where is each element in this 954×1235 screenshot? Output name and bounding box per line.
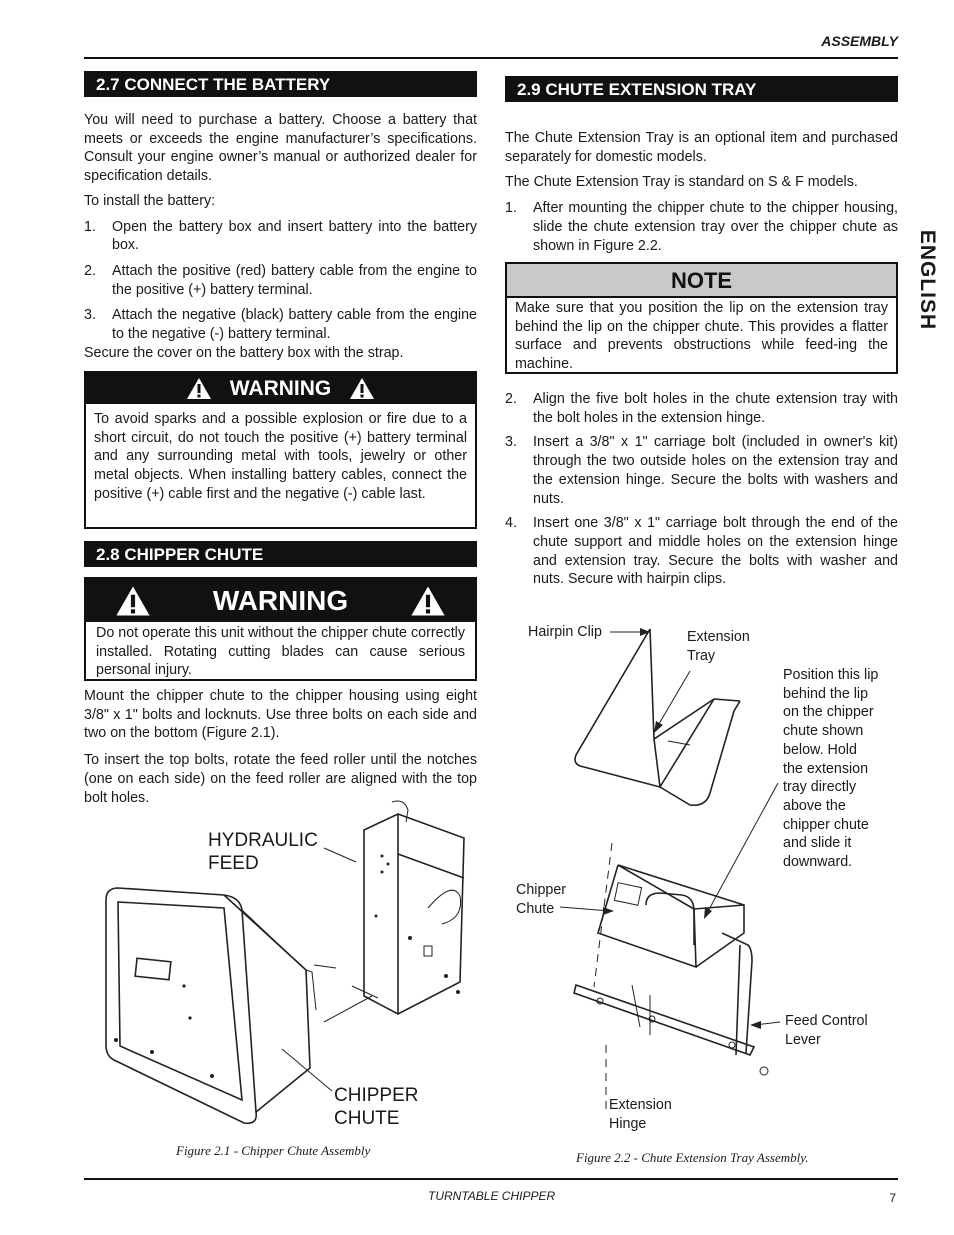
chute-leader-line [281, 1048, 333, 1092]
label-extension-tray: Extension Tray [687, 629, 750, 664]
figure-2-2-caption: Figure 2.2 - Chute Extension Tray Assemb… [576, 1150, 809, 1165]
battery-warning-title: WARNING [229, 376, 332, 400]
section-2-9-heading: 2.9 CHUTE EXTENSION TRAY [505, 76, 898, 102]
label-chipper-chute: CHIPPER CHUTE [334, 1085, 419, 1129]
language-tab-label: ENGLISH [916, 229, 939, 331]
chute-warning-header: WARNING [86, 579, 475, 622]
label-position-lip: Position this lip behind the lip on the … [783, 667, 879, 871]
battery-warning-text: To avoid sparks and a possible explosion… [94, 411, 467, 502]
figure-2-2-drawing [559, 628, 781, 1111]
tray-optional-para: The Chute Extension Tray is an optional … [505, 130, 898, 165]
tray-step-2: 2. Align the five bolt holes in the chut… [505, 391, 898, 426]
tray-standard-para: The Chute Extension Tray is standard on … [505, 174, 858, 191]
language-tab: ENGLISH [905, 225, 949, 335]
warning-icon [116, 585, 150, 616]
page-number: 7 [889, 1191, 896, 1205]
label-hydraulic-feed: HYDRAULIC FEED [208, 830, 318, 874]
running-header: ASSEMBLY [821, 33, 898, 49]
chute-mount-para: Mount the chipper chute to the chipper h… [84, 688, 477, 742]
warning-icon [350, 378, 375, 399]
footer-rule [84, 1178, 898, 1180]
warning-icon [186, 378, 211, 399]
figure-2-1-drawing [105, 800, 465, 1125]
label-chipper-chute-2: Chipper Chute [516, 882, 567, 917]
install-lead: To install the battery: [84, 192, 216, 209]
tray-step-3: 3. Insert a 3/8" x 1" carriage bolt (inc… [505, 434, 898, 507]
section-2-9-body: The Chute Extension Tray is an optional … [505, 129, 898, 255]
label-extension-hinge: Extension Hinge [609, 1097, 672, 1132]
chute-warning-text: Do not operate this unit without the chi… [96, 625, 465, 679]
tray-step-1: 1. After mounting the chipper chute to t… [505, 200, 898, 254]
battery-step-2: 2. Attach the positive (red) battery cab… [84, 262, 477, 298]
section-2-7-heading: 2.7 CONNECT THE BATTERY [84, 71, 477, 97]
note-text: Make sure that you position the lip on t… [515, 300, 888, 373]
battery-step-3: 3. Attach the negative (black) battery c… [84, 307, 477, 343]
figure-2-1-caption: Figure 2.1 - Chipper Chute Assembly [176, 1143, 371, 1158]
warning-icon [411, 585, 445, 616]
header-rule [84, 57, 898, 59]
label-feed-control-lever: Feed Control Lever [785, 1013, 868, 1048]
chute-top-bolts-para: To insert the top bolts, rotate the feed… [84, 752, 477, 806]
section-2-7-body: You will need to purchase a battery. Cho… [84, 111, 477, 362]
battery-warning-box: WARNING To avoid sparks and a possible e… [84, 371, 477, 529]
tray-step-4: 4. Insert one 3/8" x 1" carriage bolt th… [505, 515, 898, 588]
chute-warning-title: WARNING [212, 584, 349, 616]
section-2-8-body: Mount the chipper chute to the chipper h… [84, 687, 477, 807]
battery-secure: Secure the cover on the battery box with… [84, 344, 404, 361]
section-2-8-heading: 2.8 CHIPPER CHUTE [84, 541, 477, 567]
chute-warning-box: WARNING Do not operate this unit without… [84, 577, 477, 681]
battery-step-1: 1. Open the battery box and insert batte… [84, 218, 477, 254]
note-title: NOTE [507, 264, 896, 298]
label-hairpin-clip: Hairpin Clip [528, 624, 602, 640]
tray-steps: 2. Align the five bolt holes in the chut… [505, 390, 898, 589]
battery-intro: You will need to purchase a battery. Cho… [84, 112, 477, 185]
footer-title: TURNTABLE CHIPPER [428, 1189, 556, 1203]
battery-warning-header: WARNING [86, 373, 475, 404]
note-box: NOTE Make sure that you position the lip… [505, 262, 898, 374]
